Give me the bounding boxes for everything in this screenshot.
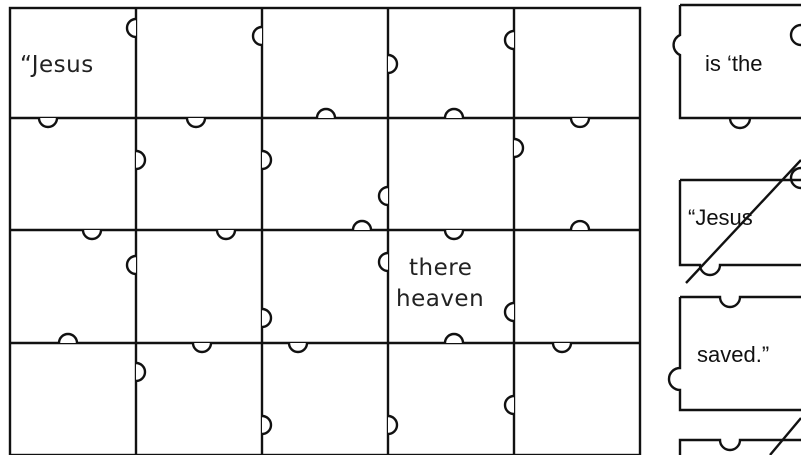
board-word-there: there (409, 255, 472, 281)
puzzle-tab (217, 230, 235, 239)
piece-saved[interactable]: saved.” (669, 297, 801, 410)
puzzle-tab (379, 253, 388, 271)
board-outline (10, 8, 640, 455)
puzzle-tab (445, 109, 463, 118)
puzzle-tab (317, 109, 335, 118)
puzzle-tab (553, 343, 571, 352)
puzzle-tab (127, 19, 136, 37)
puzzle-tab (388, 55, 397, 73)
puzzle-tab (505, 31, 514, 49)
puzzle-tab (505, 303, 514, 321)
puzzle-tab (136, 363, 145, 381)
puzzle-tab (353, 221, 371, 230)
puzzle-tab (379, 187, 388, 205)
puzzle-board (10, 8, 640, 455)
piece-jesus-crossed[interactable]: “Jesus (680, 160, 801, 283)
cross-out-line-2 (770, 418, 801, 455)
piece-saved-text: saved.” (697, 342, 769, 367)
puzzle-tab (253, 27, 262, 45)
piece-is-the-text: is ‘the (705, 51, 762, 76)
board-word-jesus: “Jesus (20, 52, 94, 78)
puzzle-tab (388, 416, 397, 434)
puzzle-tab (136, 151, 145, 169)
puzzle-tab (289, 343, 307, 352)
piece-bottom-partial[interactable] (680, 418, 801, 455)
piece-jesus-text: “Jesus (688, 205, 753, 230)
puzzle-tab (505, 396, 514, 414)
piece-is-the[interactable]: is ‘the (674, 5, 801, 128)
loose-pieces-column: is ‘the “Jesus saved.” (669, 5, 801, 455)
puzzle-tab (193, 343, 211, 352)
puzzle-tab (59, 334, 77, 343)
puzzle-tab (514, 139, 523, 157)
puzzle-tab (262, 309, 271, 327)
puzzle-tab (571, 221, 589, 230)
puzzle-tab (39, 118, 57, 127)
puzzle-tab (445, 334, 463, 343)
puzzle-tab (83, 230, 101, 239)
board-tabs (39, 19, 589, 434)
puzzle-tab (445, 230, 463, 239)
puzzle-tab (262, 416, 271, 434)
board-word-heaven: heaven (396, 286, 484, 312)
puzzle-tab (127, 256, 136, 274)
puzzle-tab (262, 151, 271, 169)
puzzle-tab (571, 118, 589, 127)
puzzle-tab (187, 118, 205, 127)
